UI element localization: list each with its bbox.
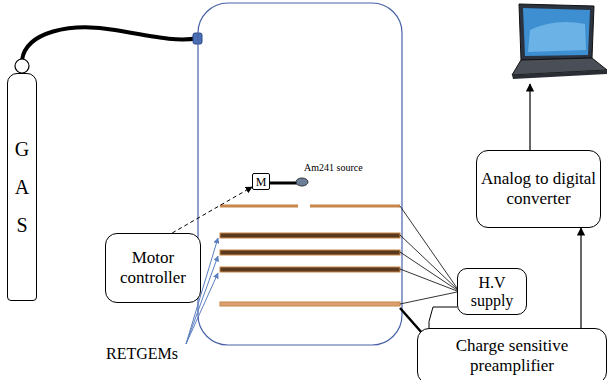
detector-chamber (198, 3, 402, 345)
source-label: Am241 source (304, 162, 363, 173)
gas-cylinder: G A S (7, 73, 37, 301)
laptop-icon (512, 4, 607, 79)
retgem-plate (220, 267, 400, 272)
node-label: M (256, 176, 267, 188)
data-arrow (529, 84, 530, 150)
motor-rod (270, 182, 297, 185)
motor-box: M (252, 173, 270, 190)
connector (429, 307, 457, 328)
vertical-label: G A S (12, 130, 32, 244)
part-label: RETGEMs (106, 345, 178, 363)
drift-plate (310, 205, 400, 208)
retgem-plate (220, 233, 400, 238)
drift-plate (220, 205, 298, 208)
gas-hose (22, 27, 198, 60)
am241-source (296, 178, 308, 186)
adc-box: Analog to digital converter (476, 150, 601, 228)
retgem-plate (220, 250, 400, 255)
node-label: Motor controller (106, 248, 200, 287)
connector (172, 187, 252, 233)
hv-supply-box: H.V supply (457, 268, 527, 315)
node-label: H.V supply (458, 274, 526, 309)
preamp-box: Charge sensitive preamplifier (417, 328, 607, 380)
controller-box: Motor controller (105, 233, 201, 303)
cylinder-valve (15, 59, 29, 73)
node-label: Analog to digital converter (477, 169, 600, 208)
hv-wires (400, 206, 457, 304)
connector (580, 228, 581, 328)
readout-plate (220, 302, 400, 306)
node-label: Charge sensitive preamplifier (418, 336, 606, 375)
